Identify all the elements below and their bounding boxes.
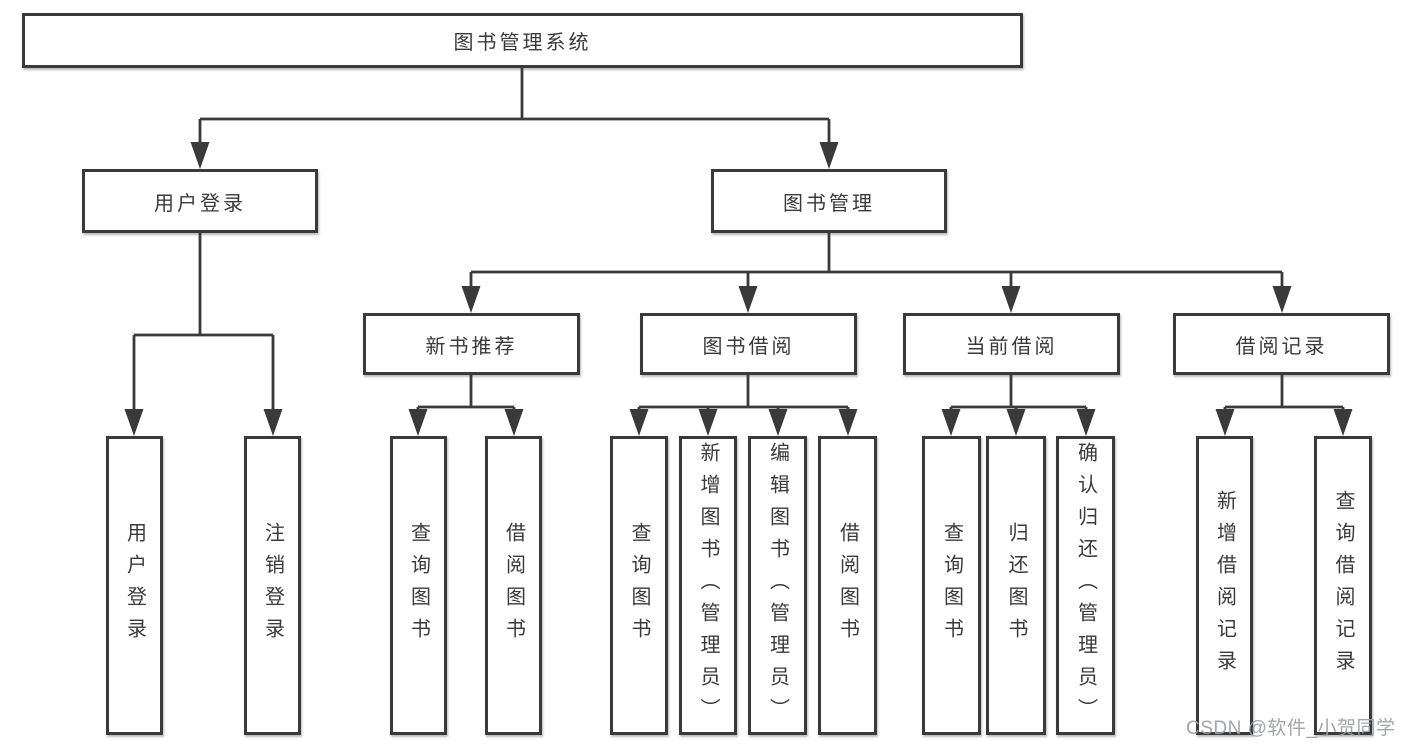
node-user-login: 用户登录 [82, 169, 318, 233]
node-book-borrowing: 图书借阅 [640, 313, 857, 375]
leaf-return-books: 归还图书 [986, 436, 1046, 735]
leaf-add-book-admin: 新增图书（管理员） [679, 436, 737, 735]
leaf-borrow-books-recommend-label: 借阅图书 [502, 521, 525, 650]
leaf-edit-book-admin: 编辑图书（管理员） [748, 436, 807, 735]
leaf-query-books-borrow: 查询图书 [610, 436, 668, 735]
leaf-query-borrow-record-label: 查询借阅记录 [1332, 489, 1354, 682]
leaf-borrow-books: 借阅图书 [818, 436, 877, 735]
leaf-add-book-admin-label: 新增图书（管理员） [697, 441, 719, 730]
leaf-logout-label: 注销登录 [261, 521, 284, 650]
leaf-confirm-return-admin: 确认归还（管理员） [1056, 436, 1115, 735]
leaf-query-books-recommend: 查询图书 [390, 436, 447, 735]
node-book-management: 图书管理 [711, 169, 947, 233]
node-borrowing-records: 借阅记录 [1173, 313, 1390, 375]
node-current-borrowing: 当前借阅 [903, 313, 1120, 375]
leaf-add-borrow-record-label: 新增借阅记录 [1213, 489, 1236, 682]
leaf-borrow-books-label: 借阅图书 [836, 521, 859, 650]
leaf-borrow-books-recommend: 借阅图书 [485, 436, 542, 735]
leaf-logout: 注销登录 [244, 436, 301, 735]
leaf-query-books-recommend-label: 查询图书 [407, 521, 430, 650]
node-library-system: 图书管理系统 [22, 13, 1023, 68]
leaf-add-borrow-record: 新增借阅记录 [1196, 436, 1253, 735]
leaf-return-books-label: 归还图书 [1005, 521, 1027, 650]
leaf-user-login-label: 用户登录 [123, 521, 146, 650]
leaf-query-books-current-label: 查询图书 [940, 521, 963, 650]
leaf-confirm-return-admin-label: 确认归还（管理员） [1074, 441, 1097, 730]
watermark: CSDN @软件_小贺同学 [1186, 718, 1396, 739]
leaf-query-borrow-record: 查询借阅记录 [1314, 436, 1372, 735]
leaf-query-books-current: 查询图书 [922, 436, 981, 735]
leaf-user-login: 用户登录 [106, 436, 163, 735]
node-new-book-recommendation: 新书推荐 [363, 313, 580, 375]
leaf-edit-book-admin-label: 编辑图书（管理员） [766, 441, 789, 730]
leaf-query-books-borrow-label: 查询图书 [628, 521, 650, 650]
